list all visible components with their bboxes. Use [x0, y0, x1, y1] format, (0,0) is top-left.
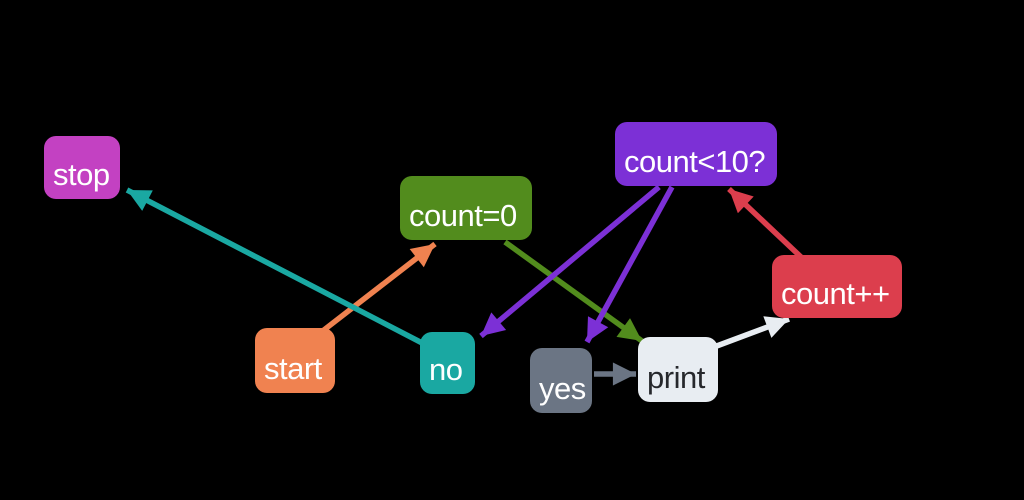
node-no: no [420, 332, 475, 394]
edge-print-to-countpp [713, 316, 790, 350]
edge-start-to-count0 [318, 241, 437, 336]
node-yes: yes [530, 348, 592, 413]
node-start: start [255, 328, 335, 393]
node-countlt10: count<10? [615, 122, 777, 186]
edge-no-to-stop [125, 187, 428, 348]
edge-countpp-to-countlt10 [727, 187, 803, 259]
node-countpp: count++ [772, 255, 902, 318]
edge-countlt10-to-no [479, 184, 661, 339]
edge-count0-to-print [503, 239, 644, 344]
edge-countlt10-to-yes [584, 185, 675, 344]
node-count0: count=0 [400, 176, 532, 240]
node-stop: stop [44, 136, 120, 199]
node-print: print [638, 337, 718, 402]
